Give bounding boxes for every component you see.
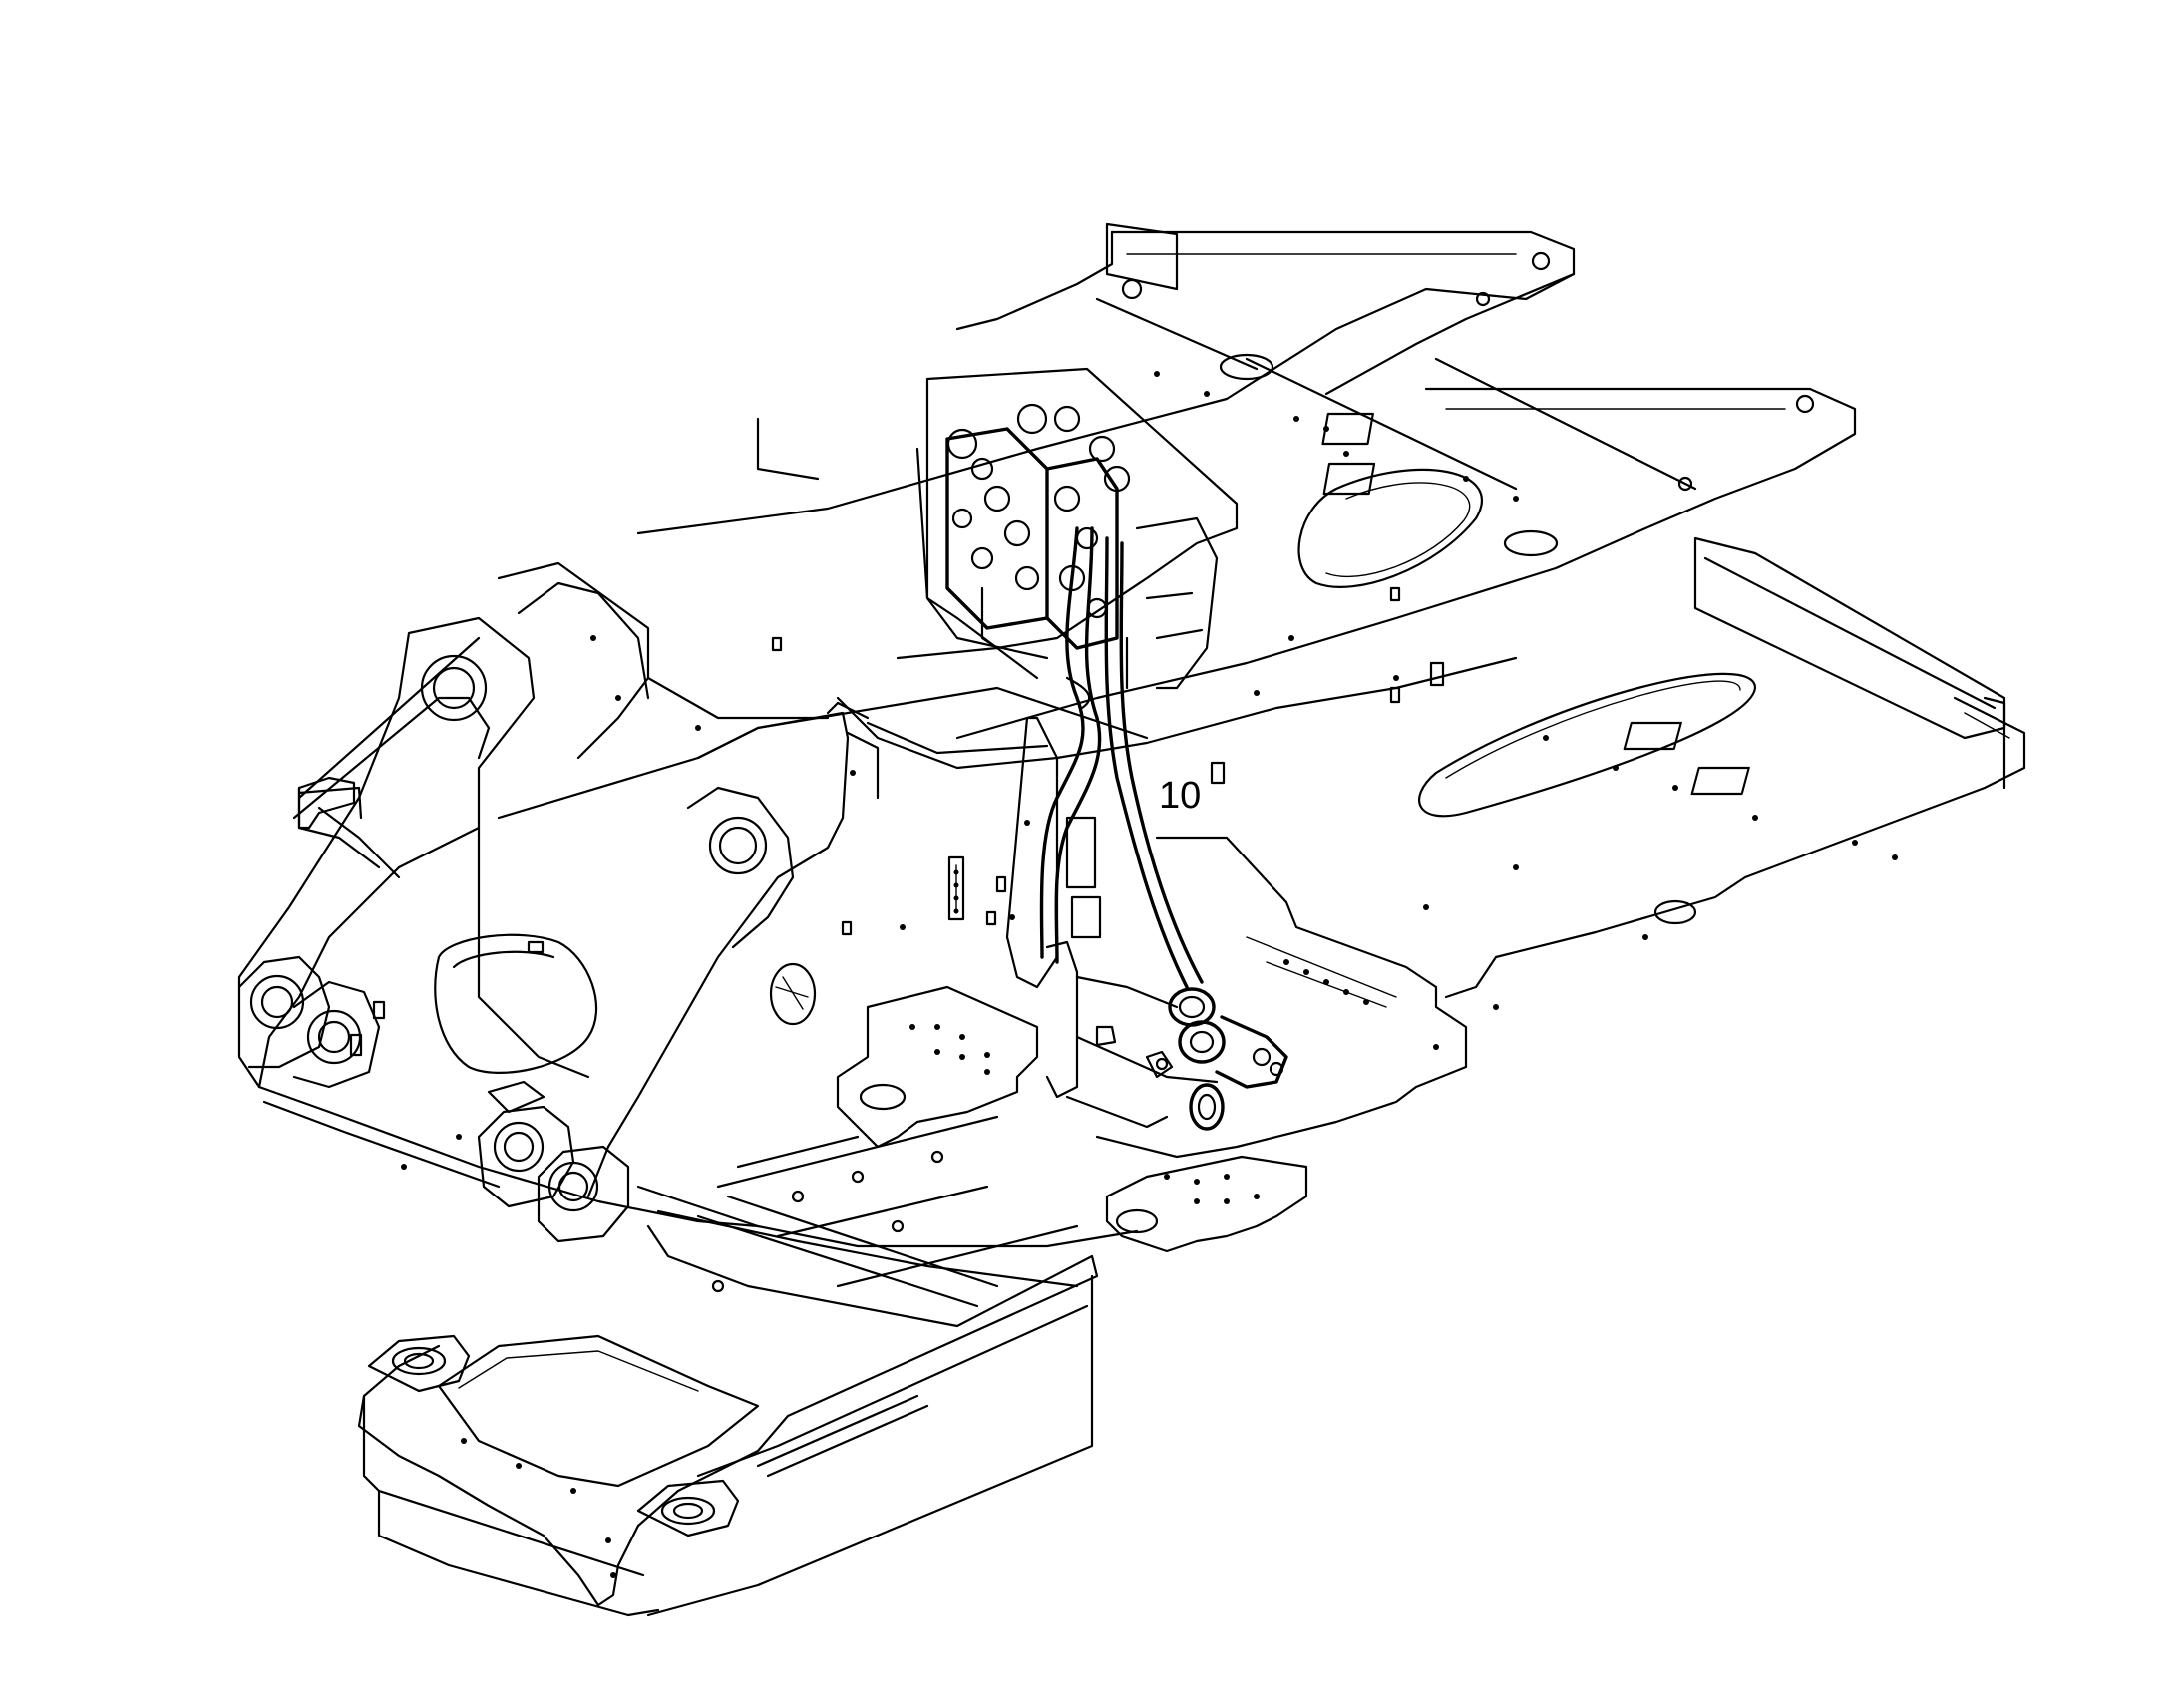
lower-front-frame xyxy=(636,985,1308,1308)
center-mount-plate xyxy=(947,716,1102,989)
rear-upper-frame xyxy=(636,222,1857,740)
hydraulic-hoses xyxy=(1039,526,1204,989)
frame-cutouts xyxy=(1297,468,1757,818)
bolt-holes xyxy=(401,371,1898,1170)
lower-outrigger-frame xyxy=(357,1224,1099,1617)
right-side-rail xyxy=(1444,536,2026,999)
boom-mount-left xyxy=(237,561,650,1089)
right-deck-plate xyxy=(1045,836,1468,1159)
travel-motor-assembly xyxy=(1095,987,1288,1131)
left-frame-body xyxy=(257,686,1149,1228)
left-side-bracket xyxy=(297,786,381,869)
boom-mount-right xyxy=(477,701,880,1243)
part-callout-10: 10 xyxy=(1159,775,1201,817)
center-deck-ridge xyxy=(646,646,1518,770)
